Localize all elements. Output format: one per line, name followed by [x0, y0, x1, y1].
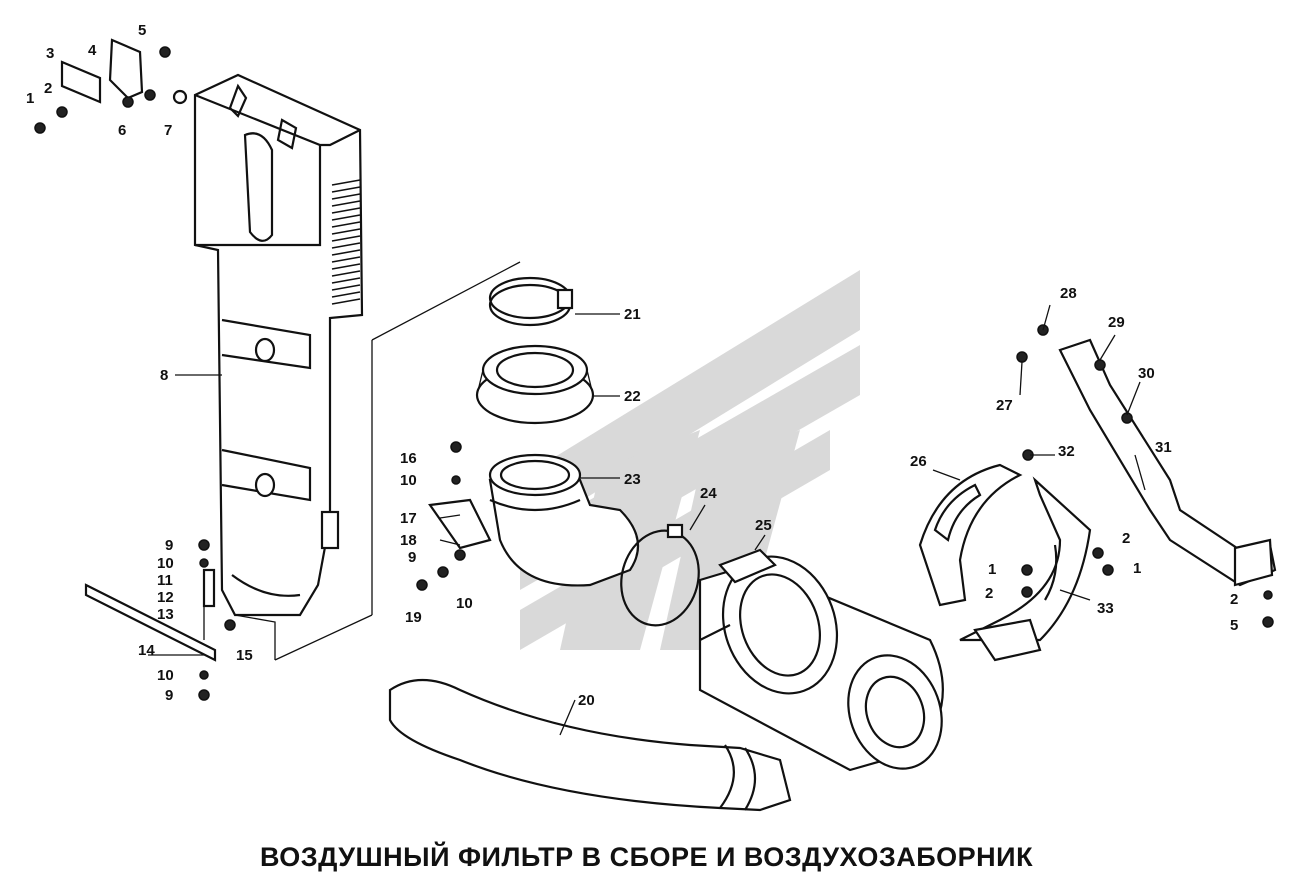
callout-10-lower: 10: [157, 667, 174, 684]
callout-11: 11: [157, 572, 173, 589]
callout-9-mid: 9: [408, 549, 416, 566]
callout-5: 5: [138, 22, 146, 39]
callout-9-lower: 9: [165, 687, 173, 704]
callout-2-band: 2: [985, 585, 993, 602]
callout-5-end: 5: [1230, 617, 1238, 634]
air-filter-housing: [698, 548, 944, 772]
callout-13: 13: [157, 606, 174, 623]
rubber-sleeve-22: [475, 344, 595, 425]
mounting-band-33: [959, 476, 1092, 662]
connection-lines: [234, 261, 521, 661]
callout-7: 7: [164, 122, 172, 139]
callout-12: 12: [157, 589, 174, 606]
callout-26: 26: [910, 453, 927, 470]
air-intake-duct: [193, 73, 364, 617]
callout-10: 10: [157, 555, 174, 572]
callout-25: 25: [755, 517, 772, 534]
callout-8: 8: [160, 367, 168, 384]
lower-bracket-hardware: [84, 539, 236, 701]
callout-32: 32: [1058, 443, 1075, 460]
support-bracket-31: [1016, 324, 1277, 628]
callout-31: 31: [1155, 439, 1172, 456]
callout-30: 30: [1138, 365, 1155, 382]
callout-14: 14: [138, 642, 155, 659]
callout-1-right: 1: [1133, 560, 1141, 577]
callout-29: 29: [1108, 314, 1125, 331]
callout-2-right: 2: [1122, 530, 1130, 547]
callout-22: 22: [624, 388, 641, 405]
clamp-21: [488, 276, 574, 327]
callout-21: 21: [624, 306, 641, 323]
clamp-24: [620, 523, 700, 627]
callout-4: 4: [88, 42, 97, 59]
callout-27: 27: [996, 397, 1013, 414]
callout-18: 18: [400, 532, 417, 549]
duct-louvres: [331, 179, 361, 305]
callout-28: 28: [1060, 285, 1077, 302]
callout-33: 33: [1097, 600, 1114, 617]
hose-20: [388, 679, 792, 812]
callout-10-mid: 10: [400, 472, 417, 489]
callout-9: 9: [165, 537, 173, 554]
top-bracket-hardware: [34, 38, 188, 134]
callout-24: 24: [700, 485, 717, 502]
diagram-title: ВОЗДУШНЫЙ ФИЛЬТР В СБОРЕ И ВОЗДУХОЗАБОРН…: [259, 842, 1034, 872]
callout-17: 17: [400, 510, 417, 527]
leader-lines: [148, 304, 1146, 736]
callout-2-end: 2: [1230, 591, 1238, 608]
callout-15: 15: [236, 647, 253, 664]
elbow-23: [488, 453, 640, 587]
callout-labels: 1 2 3 4 5 6 7 8 9 10 11 12 13 14 15 10 9…: [26, 22, 1238, 709]
mounting-band-26: [918, 463, 1023, 607]
callout-1-band: 1: [988, 561, 996, 578]
callout-10-elbow: 10: [456, 595, 473, 612]
callout-3: 3: [46, 45, 54, 62]
callout-16: 16: [400, 450, 417, 467]
callout-2: 2: [44, 80, 52, 97]
callout-23: 23: [624, 471, 641, 488]
elbow-bracket: [416, 441, 492, 591]
callout-1: 1: [26, 90, 34, 107]
callout-19: 19: [405, 609, 422, 626]
callout-20: 20: [578, 692, 595, 709]
callout-6: 6: [118, 122, 126, 139]
